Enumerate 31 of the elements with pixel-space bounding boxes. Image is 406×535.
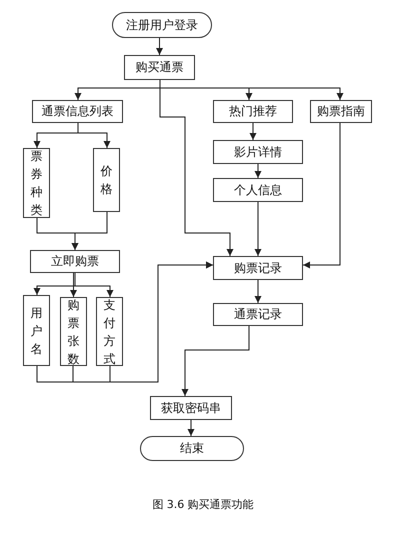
process-box: 票券种类 xyxy=(23,148,50,218)
process-box: 购票张数 xyxy=(60,297,87,366)
arrow xyxy=(254,280,262,304)
process-box: 购票记录 xyxy=(213,256,303,280)
arrow xyxy=(250,122,256,140)
arrow xyxy=(78,122,110,148)
process-box: 热门推荐 xyxy=(213,100,293,123)
process-box: 价格 xyxy=(93,148,120,212)
process-box: 用户名 xyxy=(23,295,50,366)
process-box: 购买通票 xyxy=(124,55,195,80)
arrow xyxy=(254,202,262,256)
terminal-node: 结束 xyxy=(140,436,244,461)
arrow xyxy=(110,262,214,382)
arrow xyxy=(182,326,250,396)
arrow xyxy=(160,80,234,256)
arrow xyxy=(302,122,340,268)
arrow xyxy=(72,212,108,250)
process-box: 立即购票 xyxy=(30,250,120,273)
process-box: 购票指南 xyxy=(310,100,372,123)
arrow xyxy=(188,420,194,436)
process-box: 个人信息 xyxy=(213,178,303,202)
process-box: 支付方式 xyxy=(96,297,123,366)
process-box: 获取密码串 xyxy=(150,396,232,420)
process-box: 通票信息列表 xyxy=(32,100,123,123)
process-box: 通票记录 xyxy=(213,303,303,326)
arrow xyxy=(156,38,163,56)
process-box: 影片详情 xyxy=(213,140,303,164)
arrow xyxy=(70,272,77,298)
figure-caption: 图 3.6 购买通票功能 xyxy=(151,497,255,512)
terminal-node: 注册用户登录 xyxy=(112,12,212,38)
arrow xyxy=(254,164,262,178)
